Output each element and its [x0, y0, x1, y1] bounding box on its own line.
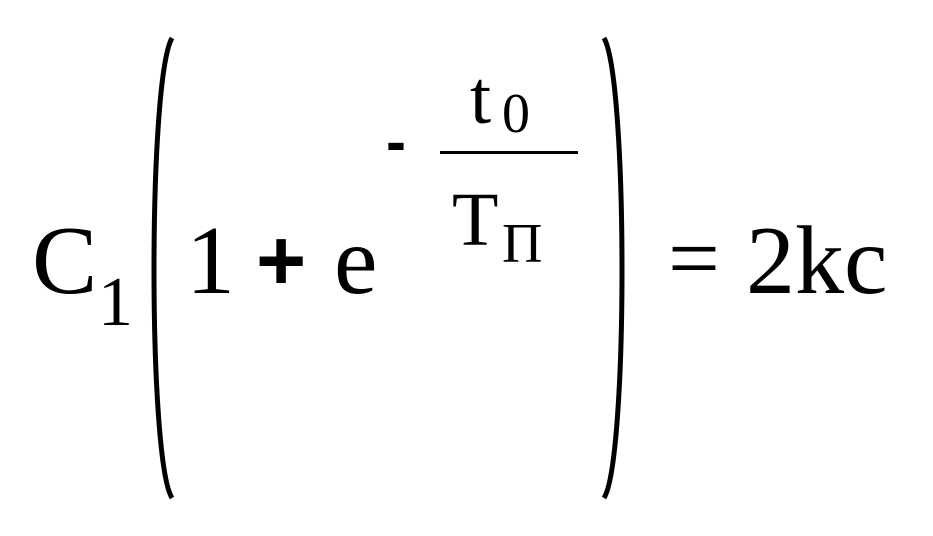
numerator-t: t	[470, 56, 492, 140]
coefficient-subscript: 1	[98, 264, 133, 341]
exponential-base: e	[334, 207, 378, 315]
left-parenthesis	[151, 36, 175, 500]
exponent-minus-sign: -	[386, 108, 406, 175]
right-hand-side: 2kc	[746, 207, 888, 315]
equals-sign: =	[668, 207, 720, 309]
denominator-t: T	[452, 178, 499, 262]
right-parenthesis	[601, 36, 625, 500]
constant-one: 1	[186, 207, 235, 315]
plus-sign: +	[256, 213, 307, 309]
denominator-subscript: П	[502, 213, 543, 275]
numerator-subscript: 0	[502, 83, 530, 145]
coefficient-c: C	[32, 207, 98, 315]
fraction-bar	[440, 151, 578, 154]
